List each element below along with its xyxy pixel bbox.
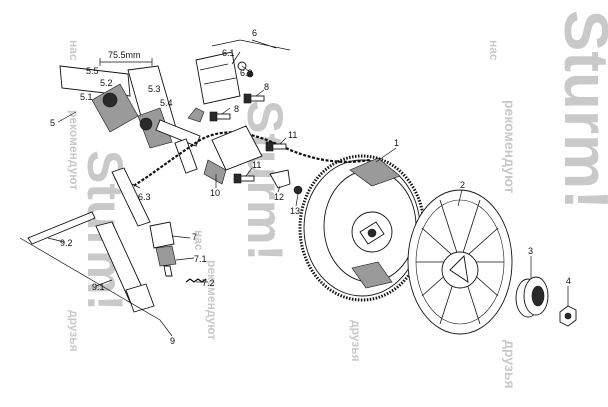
- watermark-word-4: нас: [192, 230, 206, 251]
- spark-plug-wrench-icon: [27, 211, 155, 313]
- callout-13: 13: [290, 206, 300, 216]
- crankshaft-icon: [59, 65, 201, 174]
- cooling-fan-icon: [407, 189, 513, 335]
- callout-5-3: 5.3: [148, 84, 161, 94]
- bolt-11a-icon: [265, 141, 287, 152]
- callout-5-5: 5.5: [86, 66, 99, 76]
- callout-labels: 1 2 3 4 5 5.1 5.2 5.3 5.4 5.5 6 6.1 6.2 …: [50, 28, 571, 346]
- bolt-8b-icon: [209, 111, 231, 122]
- callout-2: 2: [460, 180, 465, 190]
- leader-lines: [19, 39, 569, 337]
- callout-5-4: 5.4: [160, 98, 173, 108]
- watermark-word-7: нас: [67, 40, 81, 61]
- callout-5-2: 5.2: [100, 78, 113, 88]
- spring-icon: [185, 278, 207, 283]
- nut-icon: [559, 305, 577, 327]
- callout-6-3: 6.3: [138, 192, 151, 202]
- callout-6: 6: [252, 28, 257, 38]
- watermark-right: Sturm! нас рекомендуют друзья: [487, 10, 608, 389]
- callout-11a: 11: [288, 130, 297, 140]
- watermark-word-3: друзья: [502, 340, 518, 389]
- callout-4: 4: [566, 276, 571, 286]
- callout-6-2: 6.2: [240, 68, 253, 78]
- callout-9: 9: [170, 336, 175, 346]
- watermark-word-1: нас: [487, 40, 501, 61]
- watermark-word-9: друзья: [67, 310, 81, 352]
- bracket-icon: [269, 169, 291, 189]
- callout-11b: 11: [252, 160, 261, 170]
- extension-icon: [111, 167, 151, 227]
- callout-6-1: 6.1: [222, 48, 235, 58]
- dimension-label: 75.5mm: [108, 50, 141, 60]
- callout-1: 1: [394, 138, 399, 148]
- watermark-word-2: рекомендуют: [502, 100, 518, 194]
- callout-5: 5: [50, 118, 55, 128]
- starter-cup-icon: [515, 276, 549, 318]
- callout-7-1: 7.1: [194, 254, 207, 264]
- callout-5-1: 5.1: [80, 92, 93, 102]
- callout-10: 10: [210, 188, 220, 198]
- watermark-brand-right: Sturm!: [551, 10, 608, 210]
- bolt-8a-icon: [243, 93, 265, 104]
- coil-module-icon: [203, 125, 263, 185]
- callout-8b: 8: [234, 104, 239, 114]
- dimension-line: 75.5mm: [99, 50, 153, 66]
- callout-8a: 8: [264, 82, 269, 92]
- flywheel-icon: [298, 154, 426, 302]
- callout-7: 7: [192, 232, 197, 242]
- bolt-11b-icon: [233, 173, 255, 184]
- callout-9-1: 9.1: [92, 282, 105, 292]
- callout-3: 3: [528, 246, 533, 256]
- spark-plug-icon: [149, 221, 177, 277]
- callout-9-2: 9.2: [60, 238, 73, 248]
- callout-12: 12: [274, 192, 284, 202]
- small-nut-icon: [293, 185, 303, 195]
- watermark-word-6: друзья: [349, 320, 363, 362]
- watermark-word-8: рекомендуют: [67, 110, 81, 190]
- callout-7-2: 7.2: [202, 278, 215, 288]
- watermark-word-5: рекомендуют: [205, 260, 219, 340]
